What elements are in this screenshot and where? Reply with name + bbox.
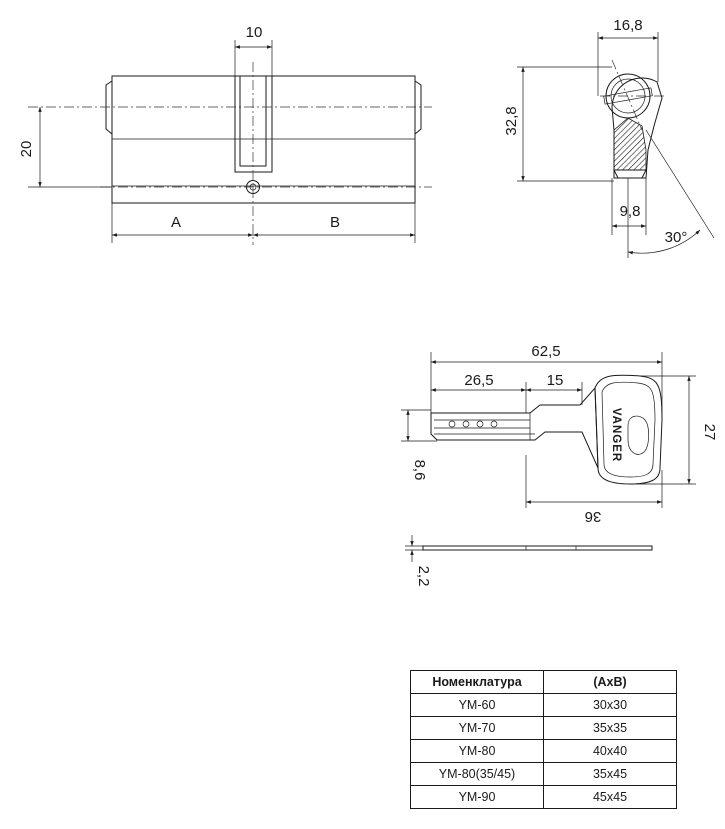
cylinder-side-view: 10 20 A B xyxy=(18,24,432,245)
cell-model: YM-80 xyxy=(410,739,544,763)
hatched-section xyxy=(613,117,647,171)
profile-outline xyxy=(611,77,663,179)
table-row: YM-70 35x35 xyxy=(410,716,677,740)
cell-model: YM-60 xyxy=(410,693,544,717)
key-slot xyxy=(603,87,653,105)
dim-key-length: 62,5 xyxy=(531,343,560,360)
plug-right xyxy=(414,80,422,135)
size-table: Номенклатура (AxB) YM-60 30x30 YM-70 35x… xyxy=(410,670,677,809)
cell-model: YM-70 xyxy=(410,716,544,740)
key-view: VANGER 62,5 26,5 15 27 8,6 36 xyxy=(401,343,718,525)
dim-blade-length: 26,5 xyxy=(464,372,493,389)
dim-height: 20 xyxy=(18,141,35,158)
key-grip-recess xyxy=(627,415,649,455)
cell-size: 35x35 xyxy=(543,716,677,740)
cell-model: YM-80(35/45) xyxy=(410,762,544,786)
cell-size: 45x45 xyxy=(543,785,677,809)
key-brand-logo: VANGER xyxy=(610,408,622,462)
cell-model: YM-90 xyxy=(410,785,544,809)
table-row: YM-80(35/45) 35x45 xyxy=(410,762,677,786)
dim-head-width: 36 xyxy=(585,508,602,525)
key-edge-view: 2,2 xyxy=(405,535,653,587)
table-row: YM-90 45x45 xyxy=(410,785,677,809)
dim-shoulder: 15 xyxy=(547,372,564,389)
cell-size: 30x30 xyxy=(543,693,677,717)
cylinder-body xyxy=(111,75,416,204)
dim-cam-width: 10 xyxy=(246,24,263,41)
dim-thickness: 2,2 xyxy=(415,566,432,587)
dim-profile-width: 16,8 xyxy=(613,17,642,34)
dim-cam-angle: 30° xyxy=(665,229,688,246)
table-row: YM-60 30x30 xyxy=(410,693,677,717)
cell-size: 35x45 xyxy=(543,762,677,786)
table-row: YM-80 40x40 xyxy=(410,739,677,763)
plug-left xyxy=(105,80,113,135)
dim-side-b: B xyxy=(330,214,340,231)
dim-blade-height: 8,6 xyxy=(411,460,428,481)
key-head xyxy=(594,374,663,485)
key-edge xyxy=(422,545,653,551)
key-blade xyxy=(430,386,599,469)
key-dimples xyxy=(448,420,498,428)
dim-profile-height: 32,8 xyxy=(503,106,520,135)
dim-side-a: A xyxy=(171,214,181,231)
dim-cam-depth: 9,8 xyxy=(620,203,641,220)
header-nomenclature: Номенклатура xyxy=(410,670,544,694)
dim-head-height: 27 xyxy=(701,424,718,441)
cam-slot xyxy=(234,76,273,173)
header-axb: (AxB) xyxy=(543,670,677,694)
cell-size: 40x40 xyxy=(543,739,677,763)
table-header-row: Номенклатура (AxB) xyxy=(410,670,677,694)
cylinder-profile-view: 16,8 32,8 9,8 30° xyxy=(503,17,715,258)
